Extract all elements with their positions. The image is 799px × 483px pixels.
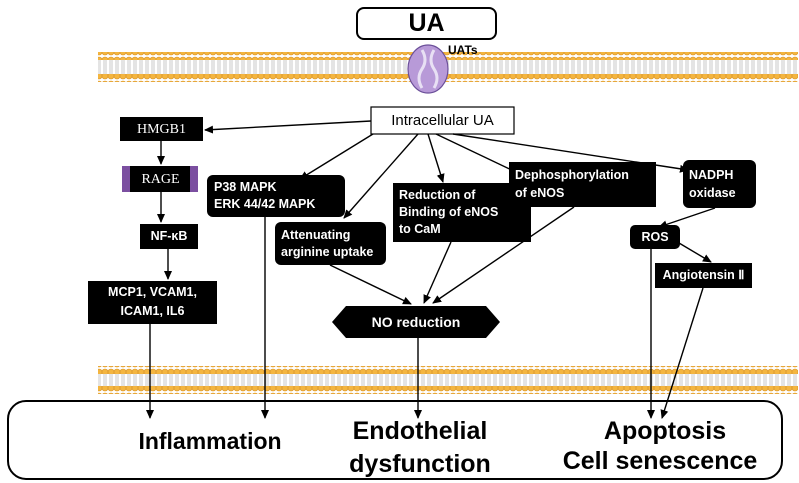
binding-line2: Binding of eNOS <box>399 205 499 219</box>
bottom-membrane <box>98 366 798 394</box>
mapk-label: P38 MAPK ERK 44/42 MAPK <box>214 179 315 213</box>
cytokines-label: MCP1, VCAM1, ICAM1, IL6 <box>88 283 217 321</box>
nfkb-box <box>140 224 198 249</box>
arginine-line1: Attenuating <box>281 228 351 242</box>
arrow-ua-nadph <box>452 133 689 173</box>
dephos-line1: Dephosphorylation <box>515 168 629 182</box>
intracellular-ua-label: Intracellular UA <box>391 112 494 129</box>
arrow-ua-mapk <box>299 133 374 180</box>
uat-transporter-icon <box>407 44 449 94</box>
ua-title-box <box>356 7 497 40</box>
uats-label: UATs <box>448 43 478 57</box>
arrow-dephos-no <box>432 206 575 304</box>
mapk-line1: P38 MAPK <box>214 180 277 194</box>
angiotensin-label: Angiotensin Ⅱ <box>662 268 745 282</box>
arginine-label: Attenuating arginine uptake <box>281 227 373 261</box>
rage-box <box>124 166 197 192</box>
rage-label: RAGE <box>141 171 180 187</box>
arrow-ua-arginine <box>343 133 419 219</box>
hmgb1-box <box>120 117 203 141</box>
nadph-line1: NADPH <box>689 168 734 182</box>
dephos-line2: of eNOS <box>515 186 565 200</box>
binding-line3: to CaM <box>399 222 441 236</box>
arrow-ros-angiotensin <box>678 242 712 263</box>
binding-label: Reduction of Binding of eNOS to CaM <box>399 187 498 238</box>
arrow-ua-dephos <box>435 133 521 175</box>
dephos-box <box>509 162 656 207</box>
binding-box <box>393 183 531 242</box>
intracellular-ua-box <box>370 106 515 135</box>
rage-side-right <box>190 166 198 192</box>
nadph-box <box>683 160 756 208</box>
ros-box <box>630 225 680 249</box>
cytokines-line1: MCP1, VCAM1, <box>108 285 197 299</box>
hmgb1-label: HMGB1 <box>136 121 186 137</box>
rage-side-left <box>122 166 130 192</box>
arrow-angiotensin-apoptosis <box>660 287 704 419</box>
nadph-line2: oxidase <box>689 186 736 200</box>
endothelial-line2: dysfunction <box>349 450 491 478</box>
outcome-box <box>7 400 783 480</box>
arginine-box <box>275 222 386 265</box>
apoptosis-label: Apoptosis <box>603 417 727 445</box>
arrows <box>146 120 716 419</box>
nfkb-label: NF-κB <box>150 229 188 243</box>
senescence-label: Cell senescence <box>562 447 758 475</box>
dephos-label: Dephosphorylation of eNOS <box>515 166 629 202</box>
inflammation-label: Inflammation <box>138 428 282 454</box>
binding-line1: Reduction of <box>399 188 476 202</box>
angiotensin-box <box>655 263 752 288</box>
arrow-binding-no <box>423 241 452 304</box>
arginine-line2: arginine uptake <box>281 245 374 259</box>
mapk-line2: ERK 44/42 MAPK <box>214 197 316 211</box>
cytokines-box <box>88 281 217 324</box>
arrow-ua-hmgb1 <box>204 120 372 134</box>
endothelial-line1: Endothelial <box>352 417 488 445</box>
ua-title: UA <box>408 9 445 37</box>
cytokines-line2: ICAM1, IL6 <box>120 304 185 318</box>
arrow-arginine-no <box>329 264 412 305</box>
no-reduction-box <box>332 306 500 338</box>
ros-label: ROS <box>641 229 669 244</box>
arrow-nadph-ros <box>658 207 716 229</box>
nadph-label: NADPH oxidase <box>689 166 736 202</box>
mapk-box <box>207 175 345 217</box>
arrow-ua-binding <box>427 133 445 183</box>
no-reduction-label: NO reduction <box>371 313 461 330</box>
